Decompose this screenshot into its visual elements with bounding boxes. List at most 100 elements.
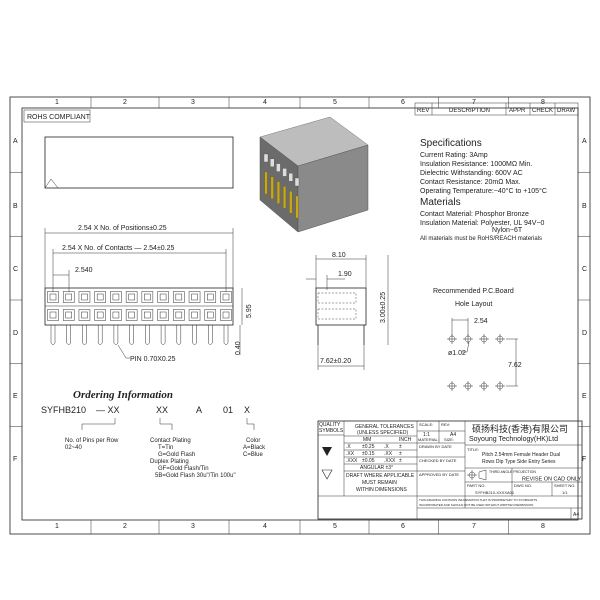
approved-by: APPROVED BY DATE — [419, 472, 459, 477]
revise-note: REVISE ON CAD ONLY — [522, 477, 582, 483]
sheet-label: SHEET NO. — [554, 483, 576, 488]
code-color-a: A — [196, 405, 202, 415]
plating-option: 5B=Gold Flash 30u"/Tin 100u" — [155, 473, 236, 479]
projection-label: THIRD ANGLE PROJECTION — [489, 470, 536, 474]
dim-side-height: 3.00±0.25 — [380, 292, 387, 323]
pcb-hole-layout: Recommended P.C.Board Hole Layout 2.54 ø… — [433, 288, 522, 391]
pcb-hole — [495, 334, 505, 344]
column-label: 6 — [401, 99, 405, 106]
appr-header: APPR — [509, 108, 526, 114]
tolerance-cell: .XXX — [384, 458, 396, 464]
part-no-label: PART NO. — [467, 483, 485, 488]
dim-pitch: 2.540 — [75, 267, 93, 274]
contact-cell — [110, 291, 122, 303]
contact-cell — [173, 291, 185, 303]
pin — [82, 325, 87, 345]
dim-positions: 2.54 X No. of Positions±0.25 — [78, 225, 167, 232]
column-label: 5 — [333, 99, 337, 106]
rev-value: A4 — [450, 432, 456, 438]
iso-pin — [295, 195, 299, 219]
row-label: A — [13, 138, 18, 145]
sheet-value: 1/1 — [562, 490, 568, 495]
tolerance-cell: ±0.25 — [362, 444, 375, 450]
column-label: 5 — [333, 523, 337, 530]
pin — [97, 325, 103, 345]
pins-range: 02~40 — [65, 445, 83, 451]
pin — [208, 325, 213, 345]
code-pins: — XX — [96, 405, 120, 415]
contact-cell — [47, 291, 59, 303]
pcb-row-spacing: 7.62 — [508, 362, 522, 369]
iso-contact — [276, 163, 281, 172]
rev-label: REV: — [441, 422, 450, 427]
specifications: Specifications Current Rating: 3Amp Insu… — [420, 138, 547, 242]
contact-cell — [220, 309, 232, 321]
contact-cell — [141, 309, 154, 321]
row-label: F — [13, 456, 17, 463]
draw-header: DRAW — [557, 108, 575, 114]
spec-line: Contact Resistance: 20mΩ Max. — [420, 179, 521, 186]
material-line: Nylon−6T — [492, 227, 523, 234]
column-label: 1 — [55, 99, 59, 106]
specs-title: Specifications — [420, 138, 482, 149]
row-label: D — [582, 330, 587, 337]
pcb-title: Recommended P.C.Board — [433, 288, 514, 295]
iso-contact — [270, 158, 275, 168]
contact-cell — [110, 309, 122, 321]
contact-cell — [188, 291, 201, 303]
pcb-pitch: 2.54 — [474, 318, 488, 325]
rohs-label: ROHS COMPLIANT — [27, 114, 91, 121]
dim-contacts: 2.54 X No. of Contacts — 2.54±0.25 — [62, 245, 175, 252]
row-label: D — [13, 330, 18, 337]
plating-option: G=Gold Flash — [158, 452, 195, 458]
pin — [66, 325, 71, 345]
tol-header-mm: MM — [363, 437, 371, 443]
angular-tolerance: ANGULAR ±3° — [360, 465, 393, 471]
material-line: Contact Material: Phosphor Bronze — [420, 211, 529, 218]
column-label: 4 — [263, 99, 267, 106]
checked-by: CHECKED BY DATE — [419, 458, 457, 463]
plating-option: Duplex Plating — [150, 459, 189, 465]
proprietary-notice: THIS DRAWING CONTAINS INFORMATION THAT I… — [419, 498, 537, 502]
row-label: B — [13, 203, 18, 210]
ordering-information: Ordering Information SYFHB210 — XX XX A … — [41, 389, 266, 479]
draft-note: WITHIN DIMENSIONS — [356, 487, 407, 493]
plating-option: GF=Gold Flash/Tin — [158, 466, 209, 472]
tolerance-cell: .XX — [346, 451, 355, 457]
tolerance-cell: .XXX — [346, 458, 358, 464]
contact-cell — [188, 309, 201, 321]
contact-cell — [125, 309, 138, 321]
column-label: 8 — [541, 523, 545, 530]
contact-cell — [204, 309, 217, 321]
check-header: CHECK — [532, 108, 553, 114]
description-header: DESCRIPTION — [449, 108, 490, 114]
contact-cell — [94, 291, 106, 303]
tolerance-subtitle: (UNLESS SPECIFIED) — [357, 430, 408, 436]
iso-contact — [288, 172, 293, 182]
column-label: 1 — [55, 523, 59, 530]
iso-pin — [283, 186, 287, 209]
row-label: A — [582, 138, 587, 145]
contact-cell — [78, 291, 91, 303]
pin — [160, 325, 166, 345]
quality-outline-icon — [321, 469, 333, 480]
spec-line: Current Rating: 3Amp — [420, 152, 488, 159]
rohs-box — [23, 109, 91, 123]
side-view: 8.10 1.90 3.00±0.25 7.62±0.20 — [306, 252, 389, 370]
column-label: 8 — [541, 99, 545, 106]
column-label: 4 — [263, 523, 267, 530]
drawing-title: Pitch 2.54mm Female Header Dual — [482, 452, 560, 458]
column-label: 3 — [191, 523, 195, 530]
contact-cell — [62, 309, 75, 321]
tolerance-cell: .XX — [384, 451, 393, 457]
pin — [129, 325, 134, 345]
pcb-subtitle: Hole Layout — [455, 301, 492, 308]
iso-contact — [294, 177, 300, 187]
drawn-by: DRAWN BY DATE — [419, 444, 452, 449]
isometric-render — [259, 116, 369, 233]
front-view: 2.54 X No. of Positions±0.25 2.54 X No. … — [44, 225, 253, 363]
material-label: MATERIAL: — [418, 437, 439, 442]
pin — [145, 325, 150, 345]
spec-line: Operating Temperature:−40°C to +105°C — [420, 187, 547, 195]
